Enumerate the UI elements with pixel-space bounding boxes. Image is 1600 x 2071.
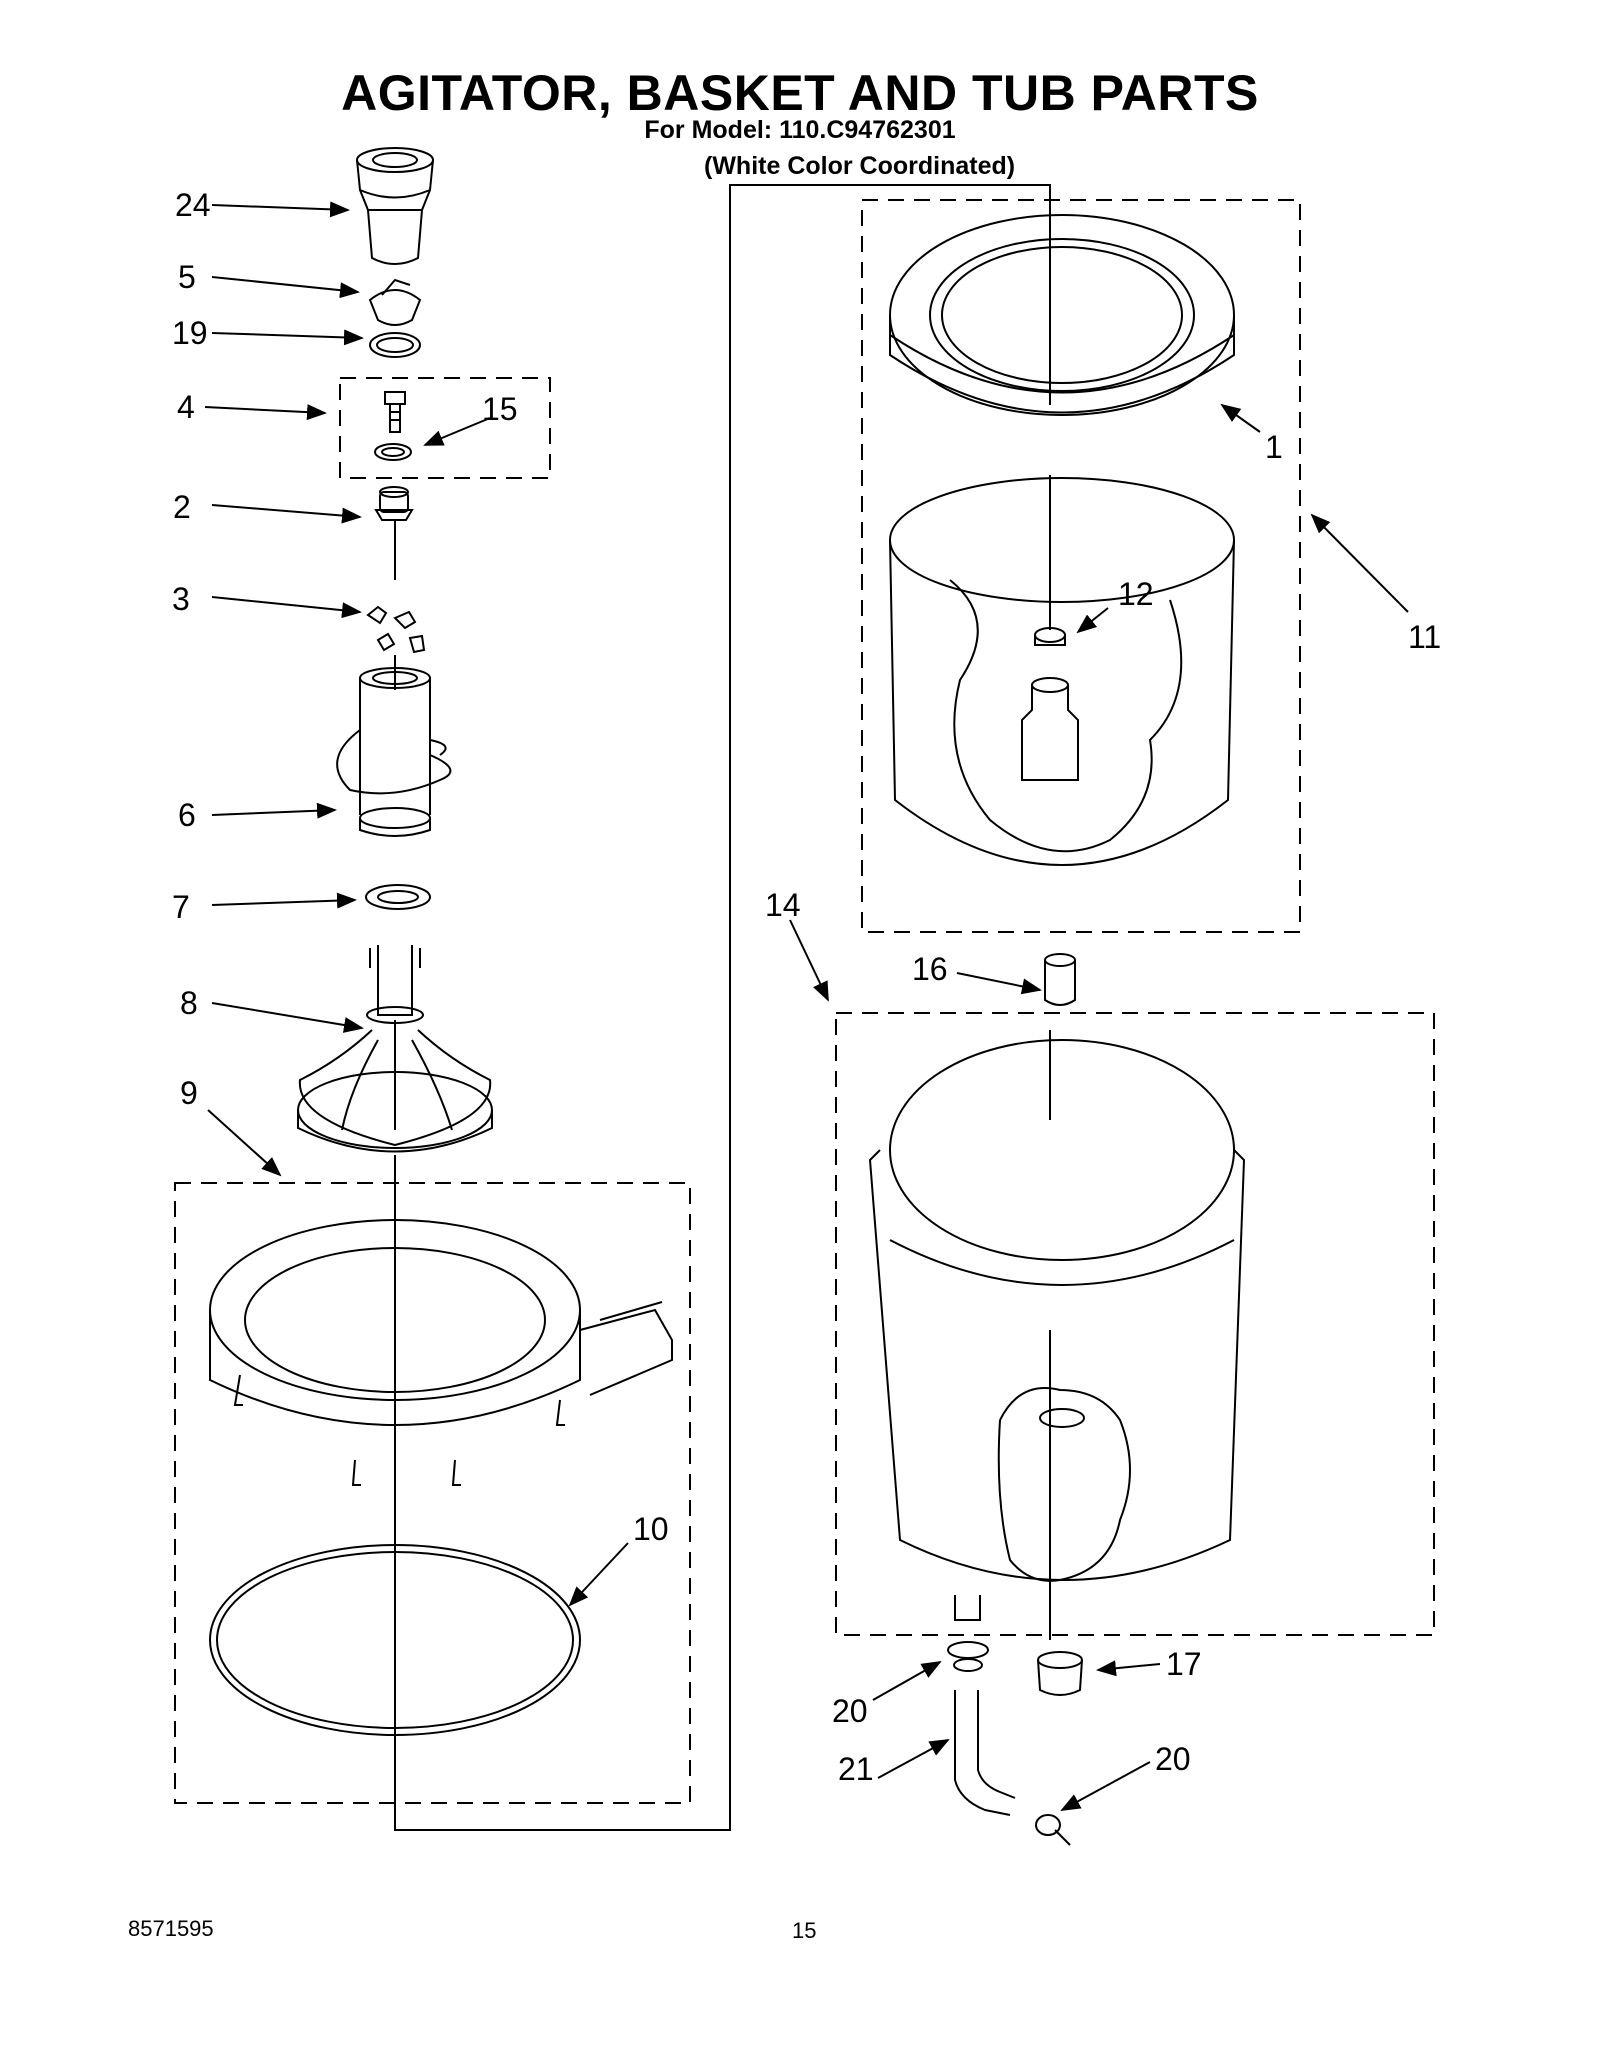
part-20-clamp-upper <box>947 1641 989 1672</box>
callout-6: 6 <box>178 797 196 833</box>
callout-16: 16 <box>912 951 948 987</box>
callout-2: 2 <box>173 489 191 525</box>
part-15-washer <box>374 443 412 461</box>
part-basket <box>889 477 1235 866</box>
part-20-clamp-lower <box>1035 1814 1071 1846</box>
part-24-agitator-cap <box>356 147 434 265</box>
callout-10: 10 <box>633 1511 669 1547</box>
callout-21: 21 <box>838 1751 874 1787</box>
part-17-drain-plug <box>1037 1651 1083 1696</box>
callout-8: 8 <box>180 985 198 1021</box>
part-9-tub-ring <box>209 1219 673 1486</box>
group-box-11 <box>861 199 1301 933</box>
part-1-balance-ring <box>889 214 1235 416</box>
part-7-bearing <box>365 884 431 910</box>
callout-7: 7 <box>172 889 190 925</box>
part-6-auger <box>336 667 452 837</box>
page-title: AGITATOR, BASKET AND TUB PARTS <box>341 65 1259 121</box>
callout-11: 11 <box>1408 619 1441 655</box>
callout-14: 14 <box>765 887 801 923</box>
group-box-14 <box>835 1012 1435 1636</box>
connector-line <box>394 184 1051 1831</box>
callout-20-upper: 20 <box>832 1693 868 1729</box>
part-12-nut <box>1034 627 1066 646</box>
callout-19: 19 <box>172 315 208 351</box>
document-number: 8571595 <box>128 1916 214 1941</box>
part-center-post <box>1021 677 1079 781</box>
part-3-dogs <box>366 605 426 654</box>
part-16-hub <box>1044 953 1076 1006</box>
callout-3: 3 <box>172 581 190 617</box>
callout-17: 17 <box>1166 1646 1202 1682</box>
part-5-cap <box>368 278 422 326</box>
callout-5: 5 <box>178 259 196 295</box>
callout-1: 1 <box>1265 429 1283 465</box>
callout-9: 9 <box>180 1075 198 1111</box>
part-14-outer-tub <box>868 1039 1246 1621</box>
callout-24: 24 <box>175 187 211 223</box>
model-subtitle: For Model: 110.C94762301 <box>644 116 956 144</box>
callout-4: 4 <box>177 389 195 425</box>
callout-20-lower: 20 <box>1155 1741 1191 1777</box>
part-2-cam <box>374 486 414 521</box>
callout-15: 15 <box>482 391 518 427</box>
group-box-4 <box>339 377 551 479</box>
group-box-9 <box>174 1182 691 1804</box>
color-subtitle: (White Color Coordinated) <box>704 152 1016 180</box>
page-number: 15 <box>792 1918 817 1943</box>
part-19-seal-ring <box>369 332 421 358</box>
part-4-bolt <box>384 391 406 433</box>
part-8-agitator-base <box>297 945 493 1153</box>
callout-12: 12 <box>1118 576 1154 612</box>
part-10-seal <box>209 1544 581 1736</box>
part-21-hose <box>954 1690 1016 1816</box>
